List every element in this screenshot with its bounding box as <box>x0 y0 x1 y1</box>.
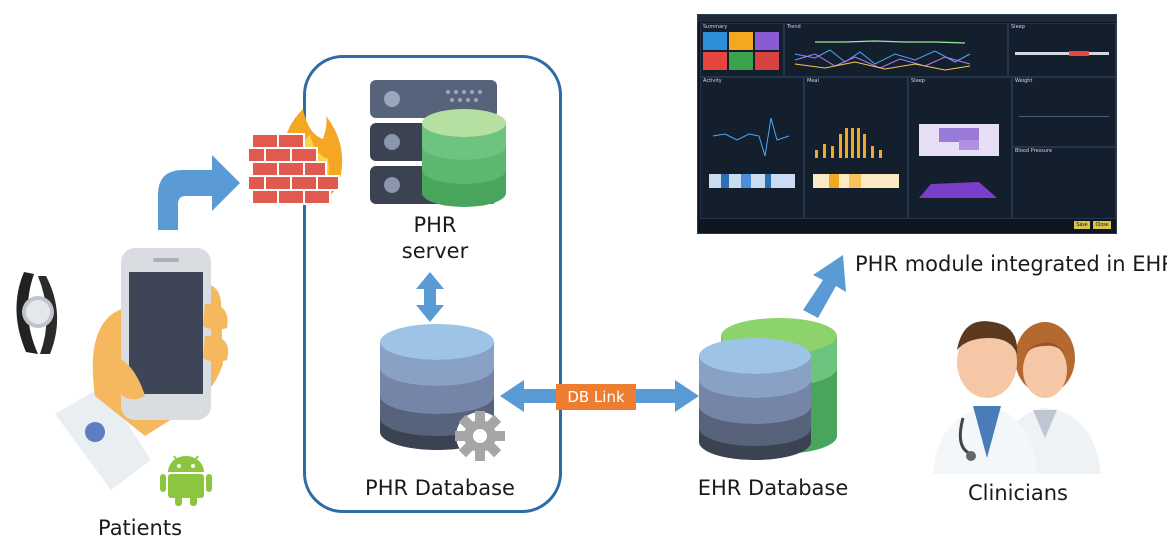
android-icon <box>160 455 212 506</box>
panel-title: Blood Pressure <box>1015 148 1053 154</box>
ehr-database-label: EHR Database <box>697 476 849 500</box>
doctors-icon <box>933 321 1101 474</box>
server-database-icon <box>422 109 506 207</box>
server-icon <box>370 80 506 207</box>
panel-sleep-top: Sleep <box>1008 23 1116 77</box>
gear-icon <box>455 411 505 461</box>
panel-title: Sleep <box>1011 24 1025 30</box>
save-button-label: Save <box>1076 222 1088 228</box>
phr-server-label-line2: server <box>401 239 469 263</box>
wristband-icon <box>16 272 58 354</box>
panel-trend: Trend <box>784 23 1008 77</box>
phr-system-boundary <box>303 55 562 513</box>
phr-module-label: PHR module integrated in EHR <box>855 252 1167 276</box>
close-button[interactable]: Close <box>1093 221 1111 229</box>
save-button[interactable]: Save <box>1074 221 1090 229</box>
patients-label: Patients <box>97 516 183 540</box>
panel-title: Summary <box>703 24 728 30</box>
firewall-icon <box>248 109 343 205</box>
db-link-badge: DB Link <box>556 384 636 410</box>
ehr-dashboard-screenshot: Summary Trend Sleep Activity Meal <box>697 14 1117 234</box>
panel-title: Activity <box>703 78 722 84</box>
panel-sleep: Sleep <box>908 77 1012 219</box>
ehr-to-module-arrow <box>803 255 846 318</box>
panel-weight: Weight <box>1012 77 1116 147</box>
panel-activity: Activity <box>700 77 804 219</box>
server-db-arrow <box>416 272 444 322</box>
ehr-database-icon <box>699 318 837 460</box>
panel-title: Meal <box>807 78 819 84</box>
panel-title: Weight <box>1015 78 1033 84</box>
clinicians-label: Clinicians <box>968 481 1068 505</box>
phr-server-label: PHR server <box>390 212 480 264</box>
panel-summary: Summary <box>700 23 784 77</box>
phr-database-icon <box>380 324 505 461</box>
dashboard-top-bar <box>698 15 1116 22</box>
smartphone-icon <box>55 248 229 490</box>
patient-to-firewall-arrow <box>158 155 240 230</box>
phr-server-label-line1: PHR <box>413 213 457 237</box>
panel-title: Sleep <box>911 78 925 84</box>
panel-title: Trend <box>787 24 801 30</box>
db-link-label: DB Link <box>567 388 625 406</box>
close-button-label: Close <box>1095 222 1109 228</box>
panel-blood-pressure: Blood Pressure <box>1012 147 1116 219</box>
panel-meal: Meal <box>804 77 908 219</box>
phr-database-label: PHR Database <box>365 476 515 500</box>
